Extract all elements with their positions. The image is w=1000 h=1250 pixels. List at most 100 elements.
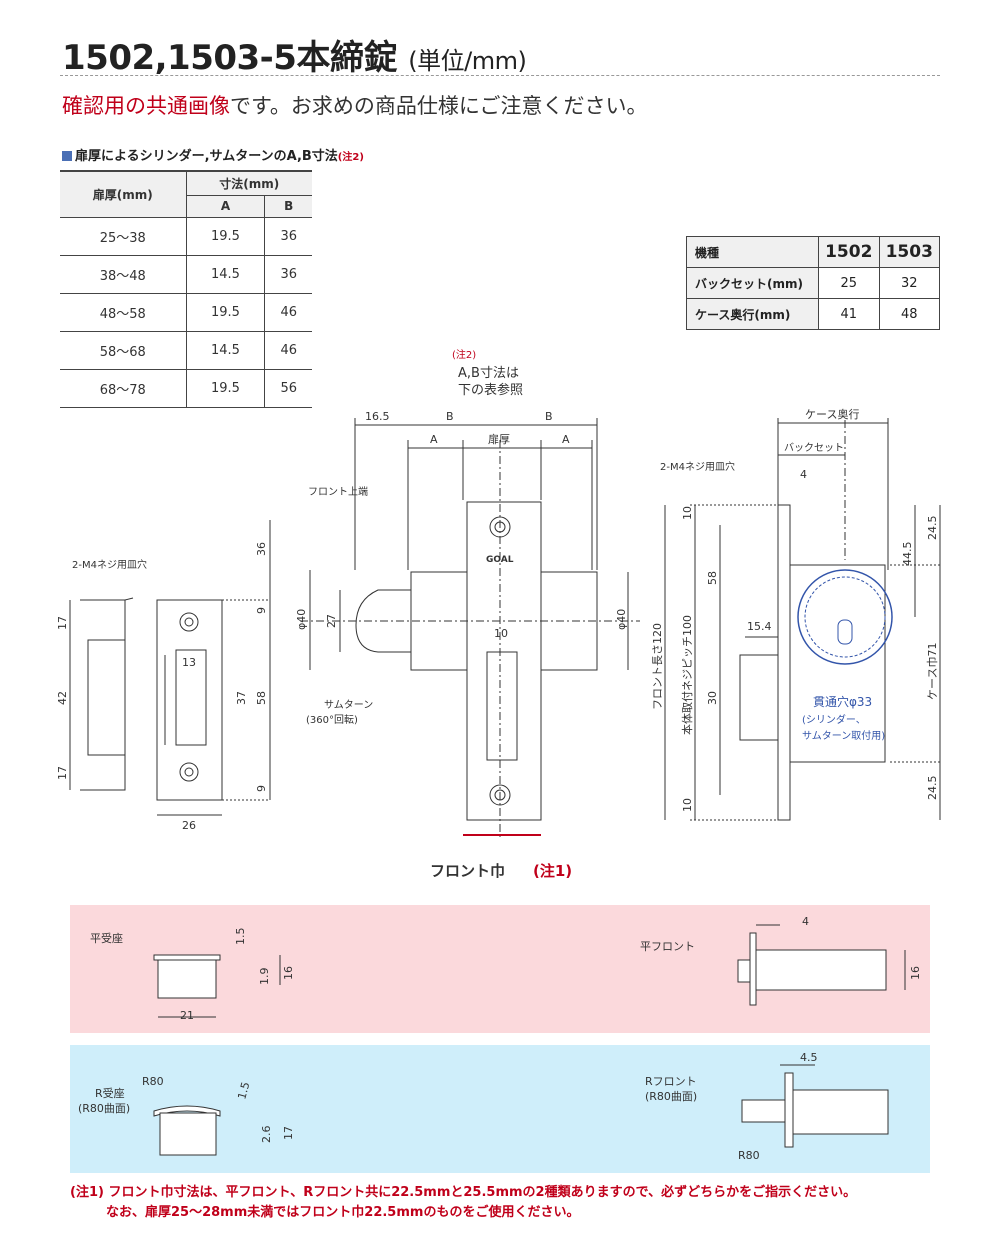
cell-thickness: 25～38	[60, 217, 186, 256]
cell-a: 14.5	[185, 331, 265, 370]
flat-type-drawing: 平受座 平フロント 1.5 1.9 16 21 4 16	[90, 915, 922, 1022]
thumbturn-label-2: (360°回転)	[306, 714, 358, 726]
dim-b-right: B	[545, 410, 553, 423]
r-dim-r80-right: R80	[738, 1149, 760, 1162]
through-hole-note-1: (シリンダー、	[802, 713, 866, 726]
depth-1503: 48	[878, 298, 940, 330]
dim-a-left: A	[430, 433, 438, 446]
flat-dim-1-9: 1.9	[258, 968, 271, 986]
col-thickness: 扉厚(mm)	[60, 170, 186, 218]
dim-a-right: A	[562, 433, 570, 446]
dim-10-bottom: 10	[681, 798, 694, 812]
ab-ref-1: A,B寸法は	[458, 366, 519, 381]
strike-plate-drawing	[69, 520, 271, 816]
ab-ref-2: 下の表参照	[458, 382, 523, 398]
row-depth-label: ケース奥行(mm)	[686, 298, 819, 330]
r-dim-r80: R80	[142, 1075, 164, 1088]
square-bullet-icon	[62, 151, 72, 161]
title-main: 1502,1503-5本締錠	[62, 38, 397, 78]
cell-a: 19.5	[185, 293, 265, 332]
lock-front-view	[300, 418, 640, 840]
dim-10-front: 10	[494, 627, 508, 640]
dim-9-bottom: 9	[255, 785, 268, 792]
front-width-note: (注1)	[533, 862, 572, 880]
dim-36: 36	[255, 542, 268, 556]
dim-13: 13	[182, 656, 196, 669]
r-dim-17: 17	[282, 1126, 295, 1140]
screw-pitch-label: 本体取付ネジピッチ100	[680, 615, 694, 735]
model-1503: 1503	[878, 236, 940, 268]
col-a: A	[185, 195, 265, 218]
dim-26: 26	[182, 819, 196, 832]
dim-24-5-bottom: 24.5	[926, 776, 939, 801]
cell-a: 19.5	[185, 217, 265, 256]
dim-phi40-left: φ40	[295, 609, 308, 630]
through-hole-label: 貫通穴φ33	[813, 694, 872, 709]
cell-thickness: 58～68	[60, 331, 186, 370]
col-b: B	[264, 195, 312, 218]
dim-30: 30	[706, 691, 719, 705]
dim-16-5: 16.5	[365, 410, 390, 423]
cell-b: 36	[264, 217, 312, 256]
flat-type-panel: 平受座 平フロント 1.5 1.9 16 21 4 16	[70, 905, 930, 1033]
flat-dim-4: 4	[802, 915, 809, 928]
dim-44-5: 44.5	[901, 542, 914, 567]
case-width-label: ケース巾71	[925, 643, 939, 700]
title-divider	[60, 75, 940, 76]
r-type-drawing: R受座 (R80曲面) R80 1.5 2.6 17 Rフロント (R80曲面)…	[78, 1051, 889, 1162]
col-dim: 寸法(mm)	[185, 170, 312, 196]
front-width-label: フロント巾	[430, 862, 505, 880]
through-hole-note-2: サムターン取付用)	[802, 729, 885, 742]
cell-thickness: 38～48	[60, 255, 186, 294]
dim-37: 37	[235, 691, 248, 705]
cell-b: 56	[264, 369, 312, 408]
flat-dim-1-5: 1.5	[234, 928, 247, 946]
dim-58-right: 58	[706, 571, 719, 585]
dim-24-5-top: 24.5	[926, 516, 939, 541]
case-depth-label: ケース奥行	[805, 407, 859, 421]
cell-b: 36	[264, 255, 312, 294]
flat-dim-16-right: 16	[909, 966, 922, 980]
page-title: 1502,1503-5本締錠 (単位/mm)	[62, 30, 527, 79]
backset-1502: 25	[818, 267, 880, 299]
r-strike-label-1: R受座	[95, 1086, 125, 1100]
cell-b: 46	[264, 331, 312, 370]
dim-9-top: 9	[255, 607, 268, 614]
depth-1502: 41	[818, 298, 880, 330]
footnote-line-1: (注1) フロント巾寸法は、平フロント、Rフロント共に22.5mmと25.5mm…	[70, 1185, 857, 1200]
backset-label: バックセット	[784, 442, 844, 454]
flat-strike-label: 平受座	[90, 931, 123, 945]
r-front-label-1: Rフロント	[645, 1075, 697, 1088]
note2-label: (注2)	[452, 348, 476, 361]
model-1502: 1502	[818, 236, 880, 268]
row-backset-label: バックセット(mm)	[686, 267, 819, 299]
notice-highlight: 確認用の共通画像	[62, 94, 230, 118]
footnote: (注1) フロント巾寸法は、平フロント、Rフロント共に22.5mmと25.5mm…	[70, 1183, 856, 1223]
dim-phi40-right: φ40	[615, 609, 628, 630]
lock-side-view	[664, 418, 941, 821]
door-thickness-label: 扉厚	[488, 433, 510, 446]
r-dim-2-6: 2.6	[260, 1126, 273, 1144]
dim-58-left: 58	[255, 691, 268, 705]
dim-42: 42	[56, 691, 69, 705]
r-front-label-2: (R80曲面)	[645, 1090, 697, 1103]
footnote-line-2: なお、扉厚25～28mm未満ではフロント巾22.5mmのものをご使用ください。	[106, 1205, 580, 1220]
notice-text: 確認用の共通画像です。お求めの商品仕様にご注意ください。	[62, 90, 647, 120]
cell-b: 46	[264, 293, 312, 332]
model-table: 機種 1502 1503 バックセット(mm) 25 32 ケース奥行(mm) …	[686, 236, 940, 330]
cell-thickness: 48～58	[60, 293, 186, 332]
cell-a: 19.5	[185, 369, 265, 408]
col-model: 機種	[686, 236, 819, 268]
r-dim-4-5: 4.5	[800, 1051, 818, 1064]
r-strike-label-2: (R80曲面)	[78, 1102, 130, 1115]
front-top-label: フロント上端	[308, 485, 368, 498]
screw-hole-left-label: 2-M4ネジ用皿穴	[72, 558, 147, 571]
dim-4: 4	[800, 468, 807, 481]
r-dim-1-5: 1.5	[235, 1081, 252, 1101]
dim-27: 27	[325, 614, 338, 628]
